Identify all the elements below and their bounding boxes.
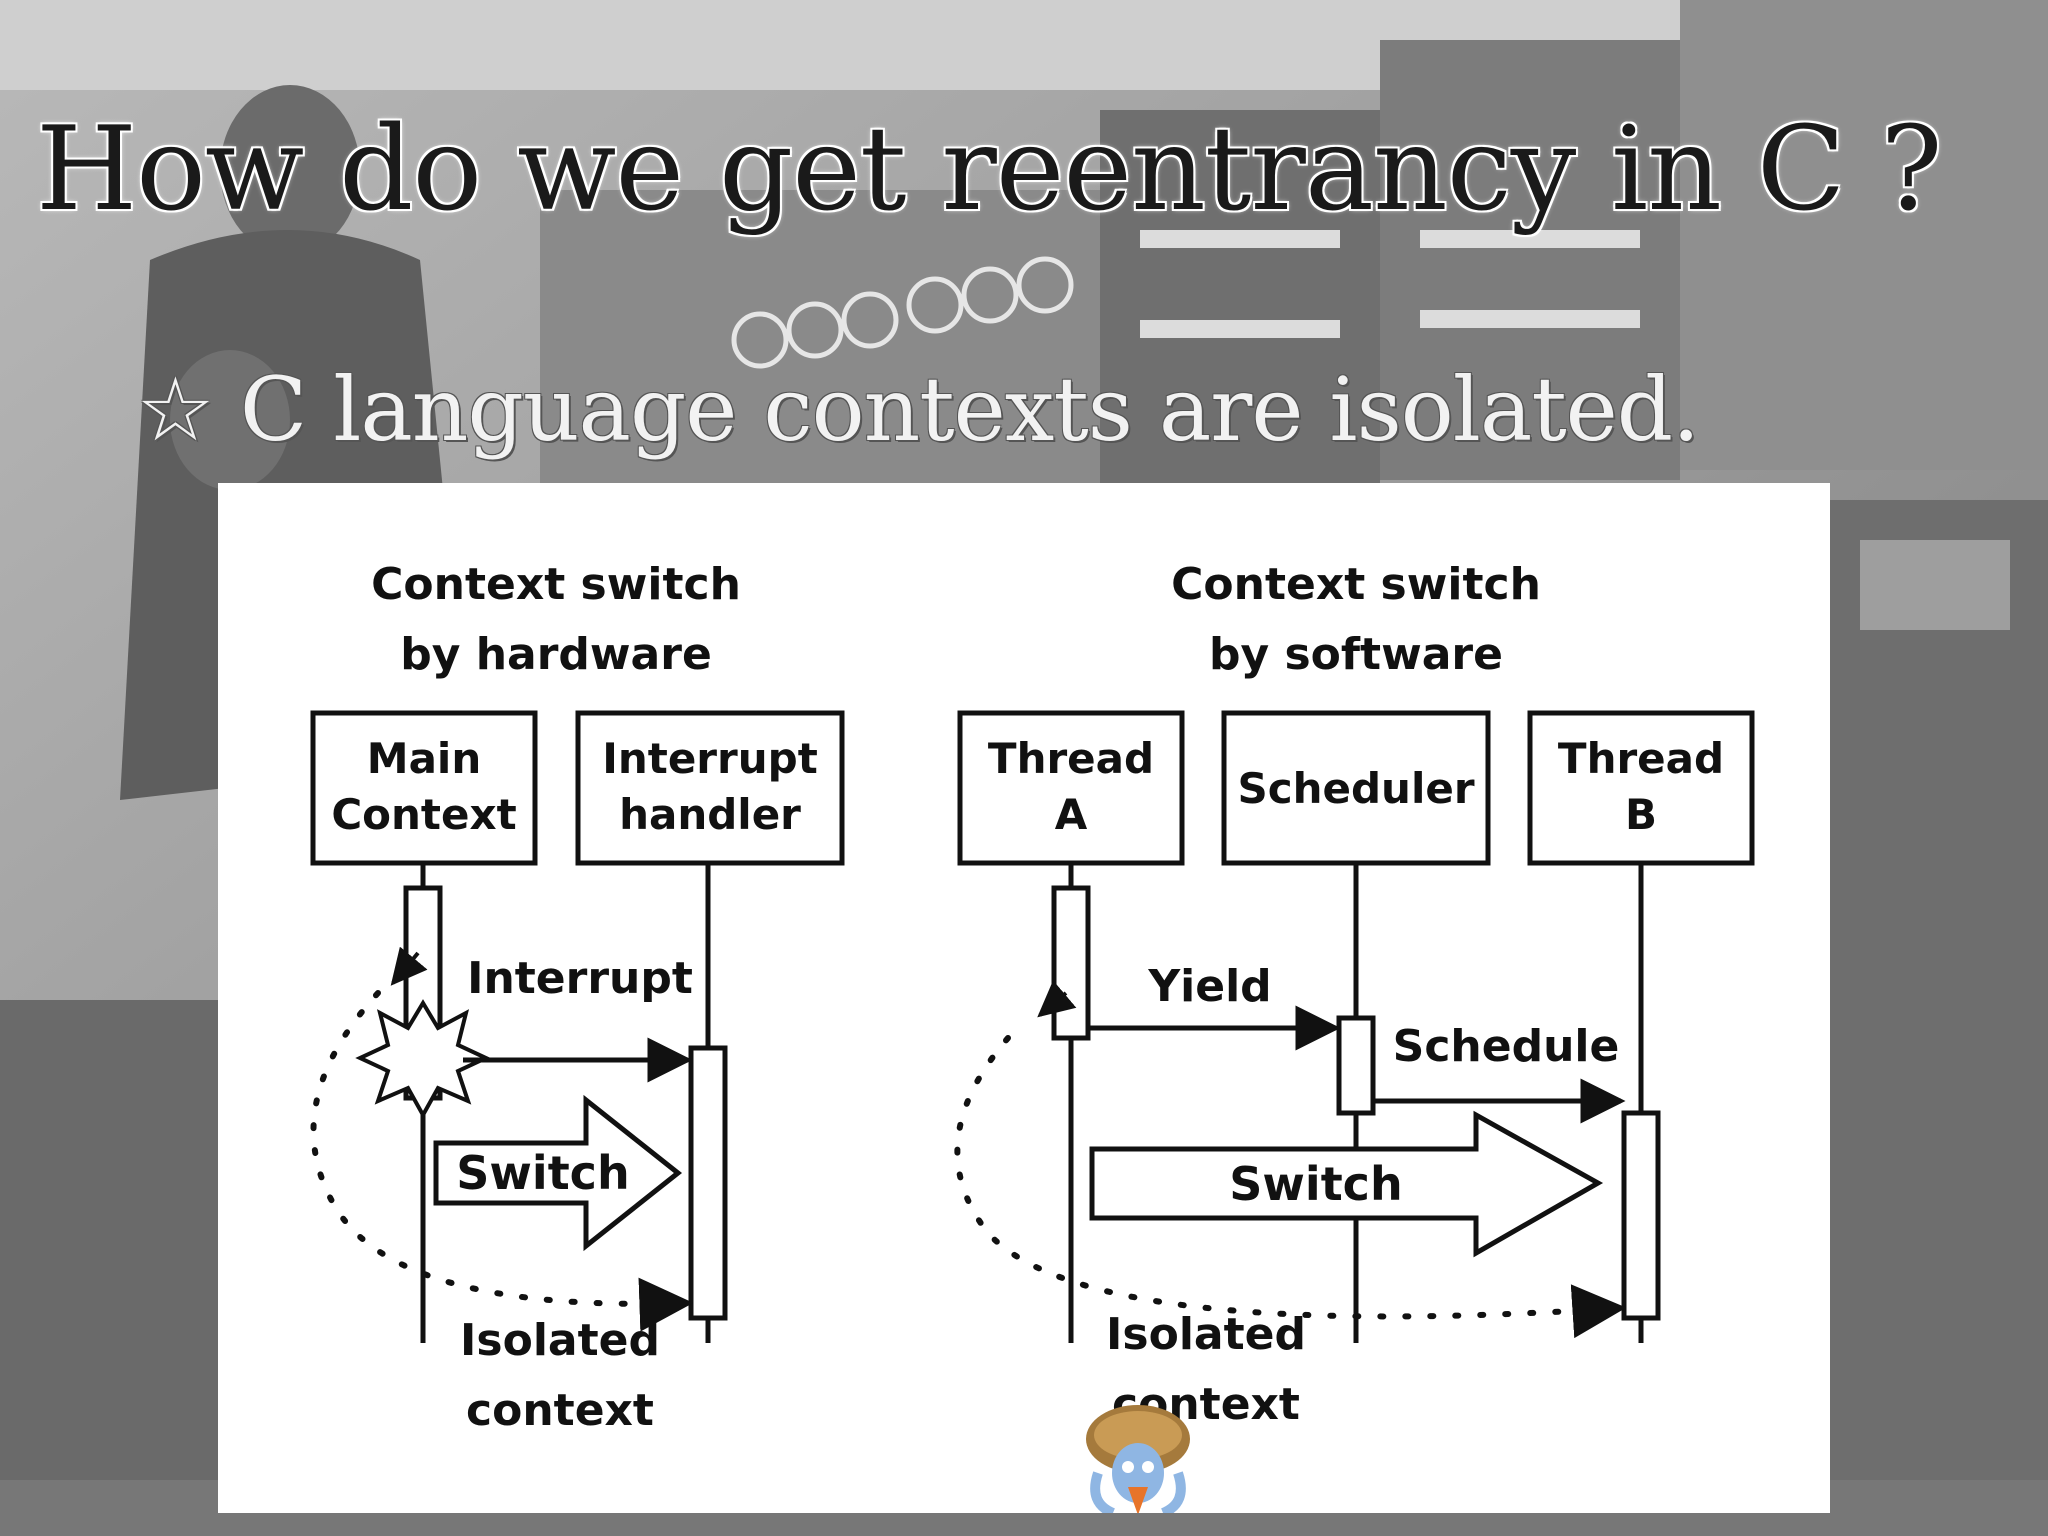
software-isolated-label-line1: Isolated [1106, 1309, 1306, 1360]
thread-b-label-line2: B [1625, 790, 1657, 839]
interrupt-label: Interrupt [467, 953, 693, 1004]
main-return-arrow [390, 946, 428, 986]
thread-a-activation [1051, 885, 1091, 1041]
main-context-box [310, 710, 538, 866]
scheduler-label: Scheduler [1237, 764, 1474, 813]
interrupt-handler-label-line1: Interrupt [602, 734, 818, 783]
thread-b-label-line1: Thread [1558, 734, 1724, 783]
slide-bullet: ☆C language contexts are isolated. [136, 355, 1736, 465]
star-bullet-icon: ☆ [136, 358, 215, 461]
thread-a-box [957, 710, 1185, 866]
software-heading-line2: by software [1209, 629, 1503, 680]
bullet-text: C language contexts are isolated. [239, 358, 1700, 461]
slide-title: How do we get reentrancy in C ? [36, 102, 1943, 237]
software-isolated-dotted-path [954, 1035, 1627, 1339]
thread-a-label-line2: A [1055, 790, 1088, 839]
thread-b-activation [1621, 1110, 1661, 1321]
hardware-switch-arrow [433, 1094, 683, 1252]
scheduler-box [1221, 710, 1491, 866]
thread-a-return-arrow [1037, 980, 1077, 1018]
context-switch-diagram: Context switch by hardware Main Context … [310, 559, 1755, 1513]
mascot-logo-icon [1086, 1405, 1190, 1513]
main-context-label-line2: Context [331, 790, 516, 839]
hardware-isolated-label-line2: context [466, 1385, 654, 1436]
software-switch-arrow [1089, 1110, 1604, 1258]
interrupt-handler-label-line2: handler [619, 790, 801, 839]
interrupt-burst-icon [355, 999, 491, 1120]
software-switch-label: Switch [1229, 1157, 1402, 1211]
software-heading-line1: Context switch [1171, 559, 1541, 610]
interrupt-handler-activation [688, 1045, 728, 1321]
thread-b-box [1527, 710, 1755, 866]
diagram-panel: Context switch by hardware Main Context … [218, 483, 1830, 1513]
hardware-heading-line2: by hardware [400, 629, 712, 680]
schedule-label: Schedule [1393, 1021, 1620, 1072]
scheduler-activation [1336, 1015, 1376, 1116]
hardware-isolated-label-line1: Isolated [460, 1315, 660, 1366]
hardware-heading-line1: Context switch [371, 559, 741, 610]
hardware-switch-label: Switch [456, 1146, 629, 1200]
hardware-isolated-dotted-path [310, 990, 694, 1332]
main-context-label-line1: Main [367, 734, 481, 783]
interrupt-handler-box [575, 710, 845, 866]
thread-a-label-line1: Thread [988, 734, 1154, 783]
yield-label: Yield [1147, 961, 1271, 1012]
